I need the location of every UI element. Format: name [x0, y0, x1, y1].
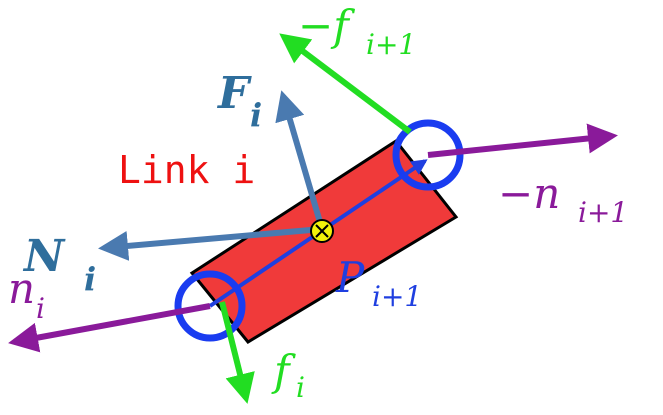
moment-n-i-arrow	[8, 303, 211, 353]
resultant-F-label: Fi	[216, 68, 262, 134]
resultant-F-i-arrow	[275, 90, 325, 230]
moment-n-i-label: ni	[8, 264, 45, 325]
joint-i-circle	[174, 270, 246, 342]
force-f-i-arrow	[219, 301, 255, 404]
moment-neg-n-next-arrow	[427, 123, 618, 158]
force-neg-f-next-arrow	[279, 33, 412, 135]
link-label: Link i	[118, 148, 255, 192]
resultant-N-i-arrow	[98, 226, 323, 261]
center-of-mass-marker	[310, 219, 334, 243]
joint-i-plus-1-circle	[392, 119, 464, 191]
